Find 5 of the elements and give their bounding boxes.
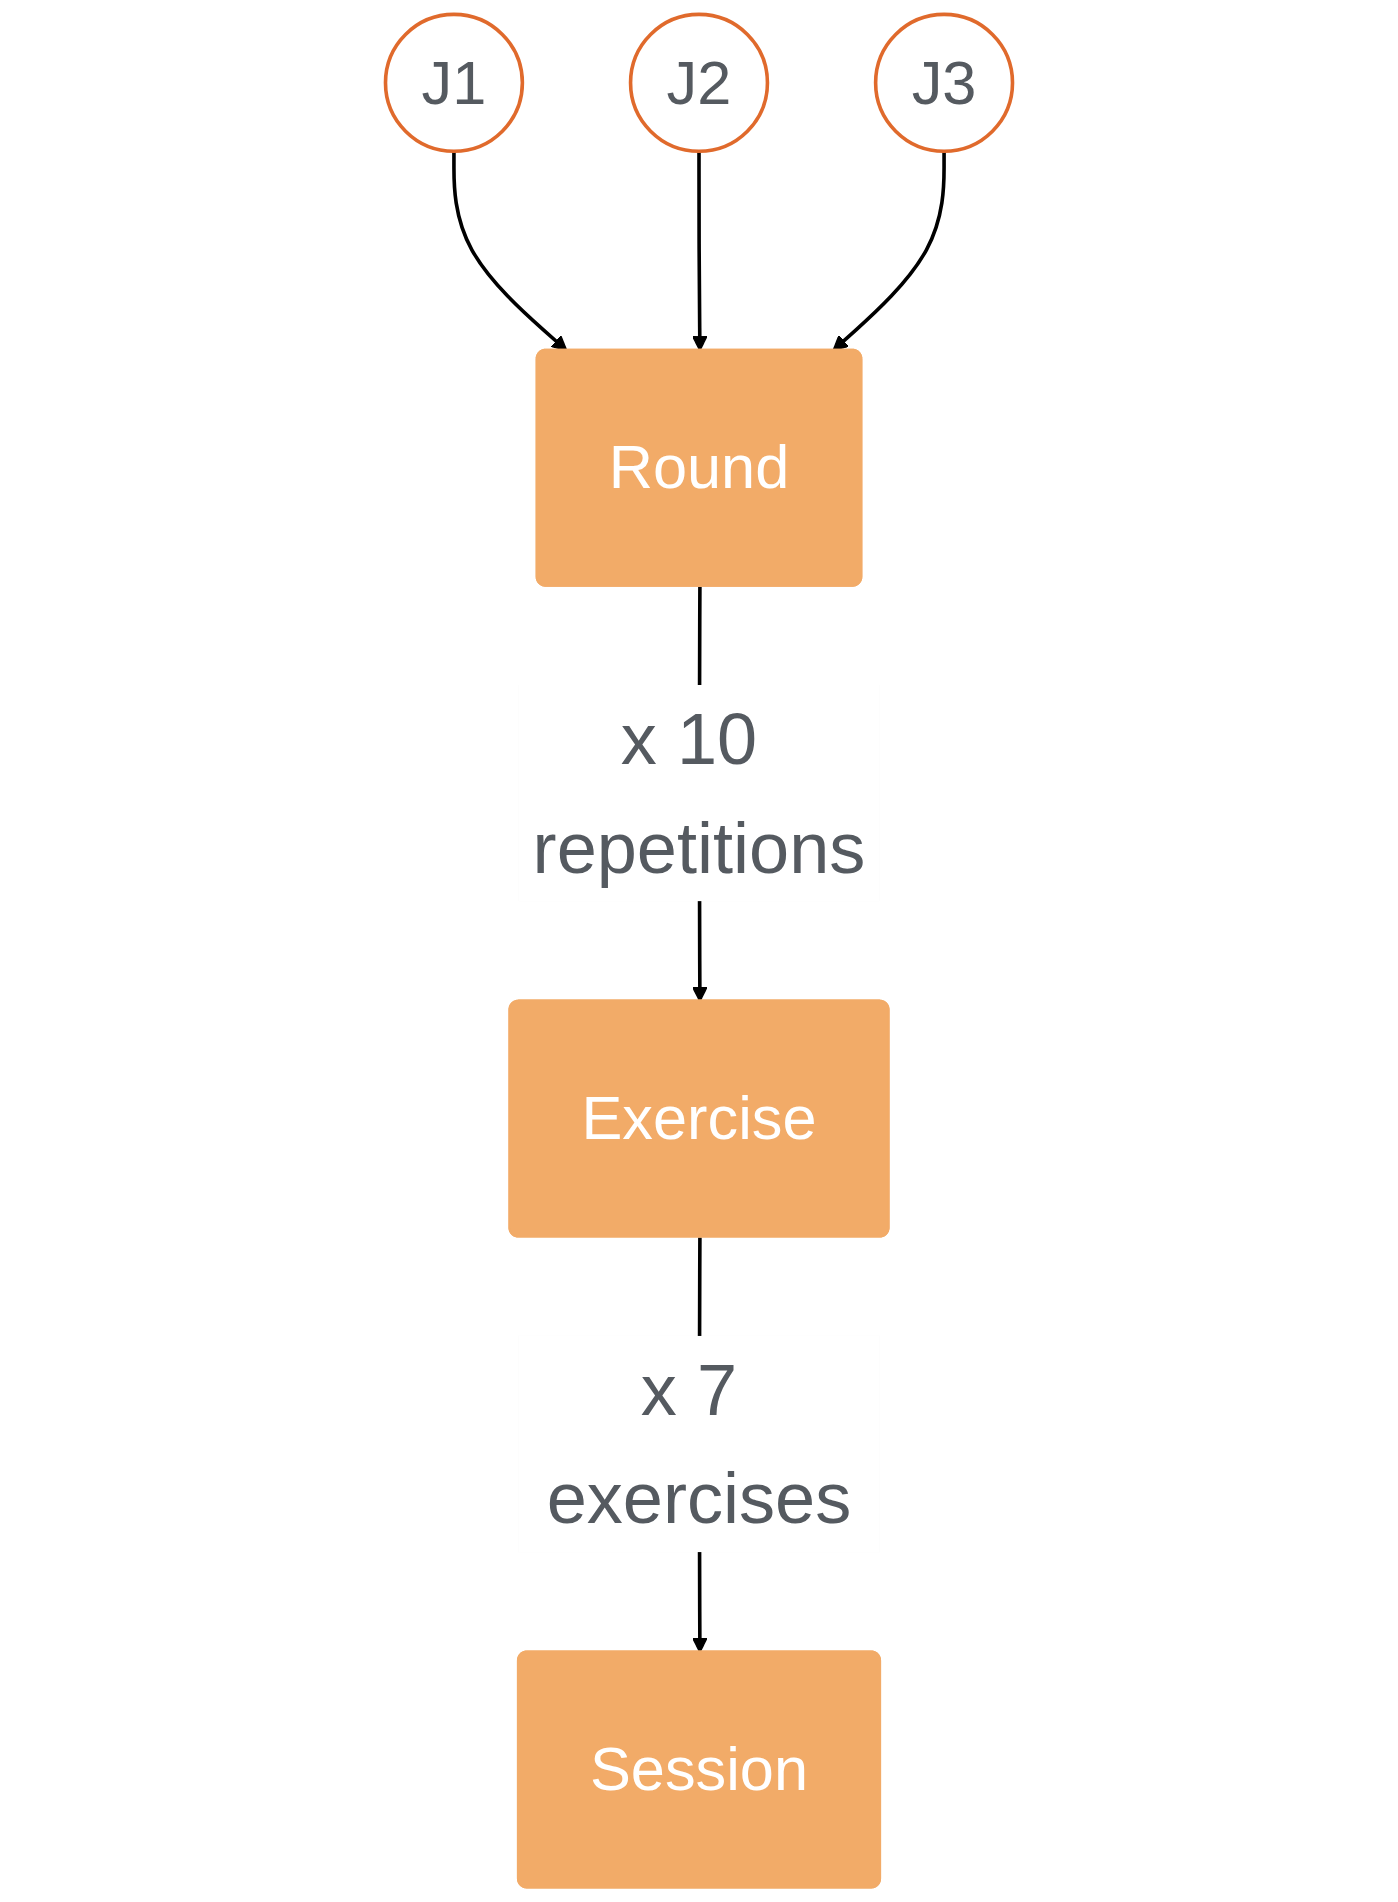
edge-label: x 7 exercises — [546, 1350, 852, 1538]
node-circle: J1 — [383, 12, 525, 154]
edge-label: x 10 repetitions — [532, 699, 866, 887]
node-circle: J3 — [873, 12, 1015, 154]
node-circle: J2 — [628, 12, 770, 154]
